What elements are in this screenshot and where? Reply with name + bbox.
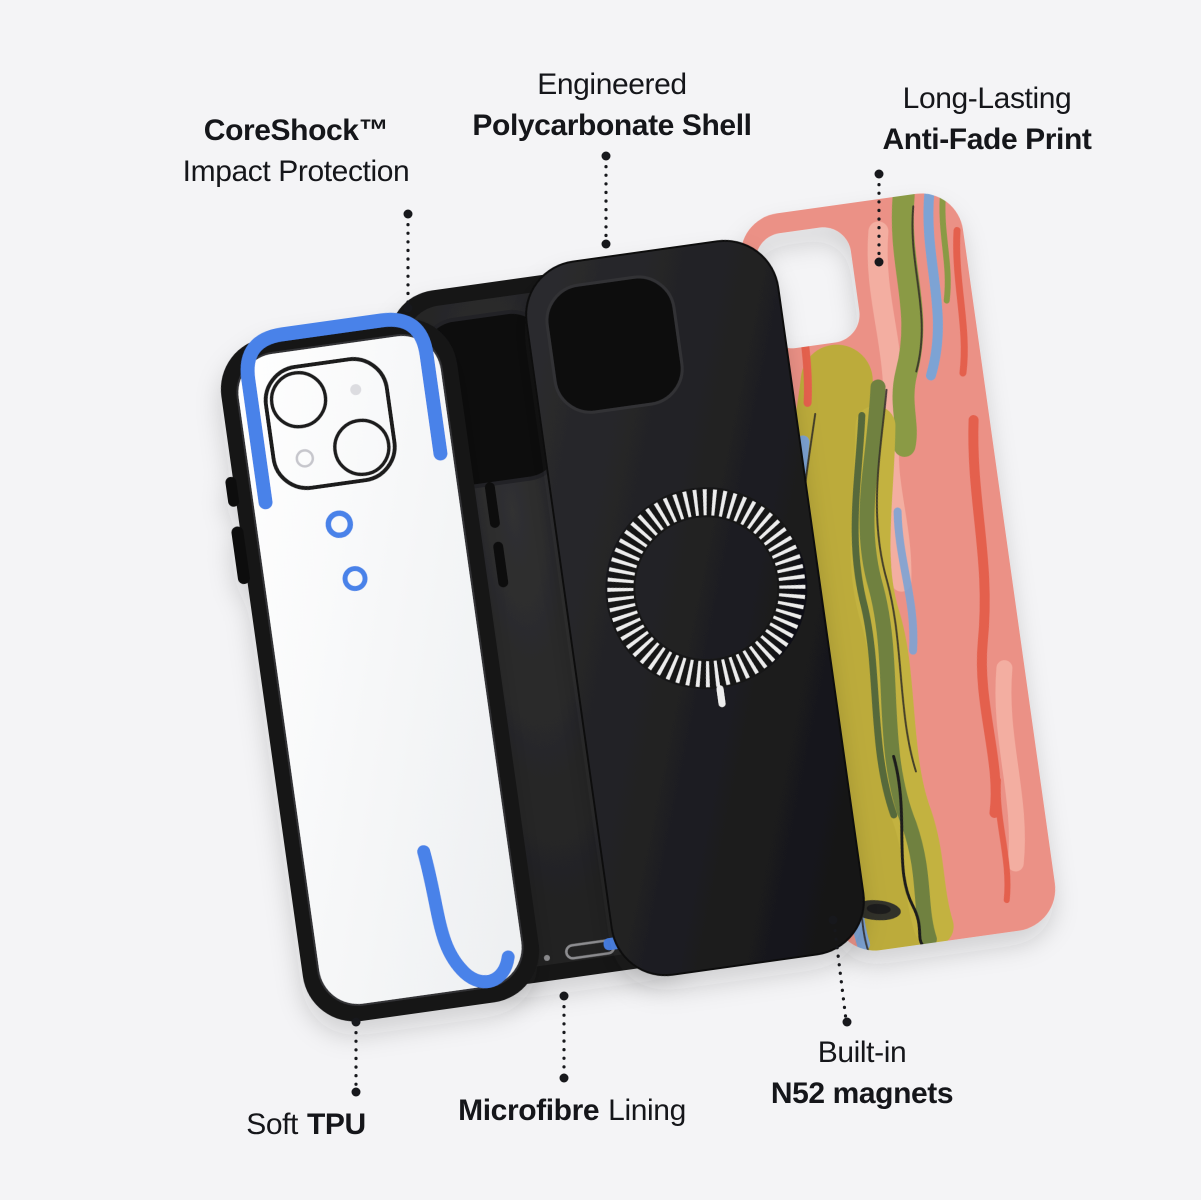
marble-dark-blot [866, 903, 891, 915]
camera-flash-ring [295, 449, 315, 468]
marble-streak [995, 660, 1025, 872]
leader-print [874, 169, 884, 267]
case-side-button [225, 476, 240, 507]
camera-mic-dot [350, 384, 362, 396]
marble-streak [794, 246, 812, 407]
leader-dot [828, 915, 838, 925]
label-tpu-bold: TPU [306, 1108, 366, 1141]
leader-shell [601, 151, 611, 249]
leader-magnets [828, 915, 852, 1027]
camera-lens-ring [333, 418, 391, 477]
leader-dot [403, 209, 413, 219]
leader-dot [351, 1017, 361, 1027]
shell-camera-cutout [545, 275, 684, 414]
marble-streak [893, 507, 918, 655]
leader-dot [351, 1087, 361, 1097]
label-magnets: Built-in N52 magnets [770, 1032, 954, 1114]
marble-vein [892, 754, 924, 946]
marble-vein [875, 388, 917, 773]
label-lining-bold: Microfibre [458, 1094, 600, 1127]
label-magnets-bold: N52 magnets [770, 1077, 954, 1110]
magsafe-magnet-ring [607, 489, 806, 688]
label-tpu: Soft TPU [246, 1104, 366, 1145]
leader-dot [601, 239, 611, 249]
leader-coreshock [403, 209, 413, 313]
marble-streak [953, 226, 968, 377]
marble-vein [911, 205, 923, 373]
coreshock-bottom-bumper [417, 845, 515, 989]
marble-streak [851, 412, 898, 819]
leader-dot [874, 257, 884, 267]
camera-opening-frame [263, 357, 397, 491]
camera-lens-ring [269, 370, 328, 429]
label-coreshock-bold: CoreShock™ [203, 114, 389, 147]
clear-back-panel [237, 335, 523, 1005]
case-side-button [493, 541, 509, 588]
layer-tpu-bumper-case [220, 312, 540, 1022]
leader-dot [559, 1073, 569, 1083]
leader-dot [874, 169, 884, 179]
lanyard-hole [342, 566, 368, 592]
label-shell-bold: Polycarbonate Shell [472, 109, 752, 142]
magsafe-alignment-notch [716, 685, 726, 708]
label-print-bold: Anti-Fade Print [882, 123, 1092, 156]
marble-streak [994, 777, 1011, 904]
label-coreshock: CoreShock™ Impact Protection [183, 110, 410, 192]
speaker-hole [543, 954, 550, 961]
leader-dot [842, 1017, 852, 1027]
layer-polycarbonate-shell [525, 239, 865, 977]
label-coreshock-regular: Impact Protection [182, 155, 410, 188]
case-side-button [477, 429, 492, 466]
leader-lining [559, 991, 569, 1083]
label-shell-regular: Engineered [537, 68, 687, 101]
leader-dot [601, 151, 611, 161]
bumper-inner-edge [236, 334, 524, 1006]
lanyard-hole [325, 510, 354, 538]
coreshock-top-bumper [240, 312, 448, 510]
case-side-button [484, 482, 500, 528]
case-side-button [231, 526, 250, 585]
marble-streak [939, 186, 951, 304]
label-shell: Engineered Polycarbonate Shell [472, 64, 752, 146]
label-print-regular: Long-Lasting [902, 82, 1072, 115]
leader-tpu [351, 1017, 361, 1097]
leader-dot [559, 991, 569, 1001]
marble-streak [783, 344, 933, 984]
label-magnets-regular: Built-in [817, 1036, 907, 1069]
label-lining-regular: Lining [608, 1094, 686, 1127]
leader-dot [403, 303, 413, 313]
leader-lines [351, 151, 884, 1097]
marble-streak [968, 415, 1001, 818]
label-tpu-regular: Soft [246, 1108, 298, 1141]
shell-body [525, 239, 865, 977]
label-print: Long-Lasting Anti-Fade Print [883, 78, 1092, 160]
marble-streak [923, 186, 943, 381]
marble-streak [859, 379, 937, 947]
label-lining: Microfibre Lining [458, 1090, 686, 1131]
marble-streak [891, 184, 924, 457]
